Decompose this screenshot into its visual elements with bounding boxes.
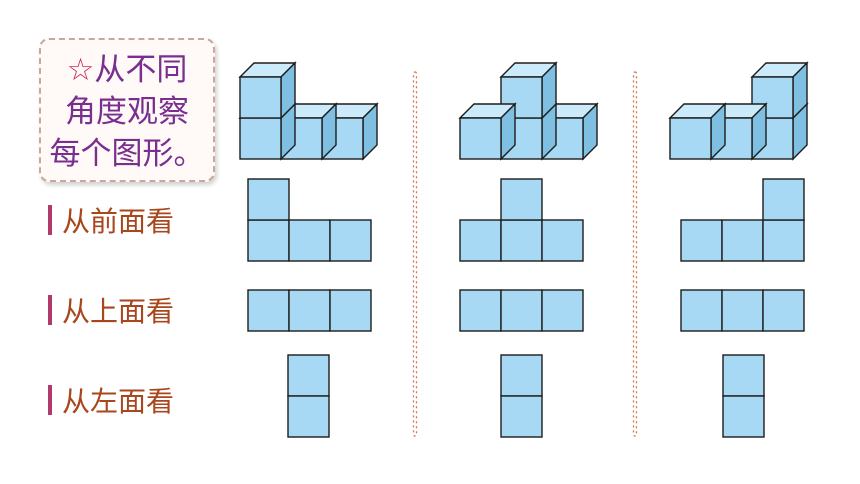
fig1-top-square-2	[288, 289, 331, 332]
fig3-left-square-2	[722, 395, 765, 438]
fig1-left-square-2	[287, 395, 330, 438]
fig3-top-square-1	[680, 289, 723, 332]
fig3-top-square-3	[762, 289, 805, 332]
fig1-front-square-c2-r1	[288, 219, 331, 262]
fig1-front-square-c3-r1	[329, 219, 372, 262]
label-bar	[48, 295, 52, 325]
fig3-front-square-c1-r1	[680, 219, 723, 262]
note-line-3: 每个图形。	[49, 136, 205, 172]
divider-line-1	[412, 71, 418, 437]
fig2-front-square-c3-r1	[541, 219, 584, 262]
fig1-left-square-1	[287, 354, 330, 397]
note-line-1: ☆从不同	[66, 52, 188, 88]
fig1-cube-c1-l2-front	[239, 76, 282, 119]
fig3-front-square-c2-r1	[721, 219, 764, 262]
fig3-cube-c1-l1-front	[669, 117, 712, 160]
fig1-top-square-3	[329, 289, 372, 332]
fig2-top-square-3	[541, 289, 584, 332]
label-left-view: 从左面看	[48, 380, 174, 420]
instruction-note: ☆从不同 角度观察 每个图形。	[39, 38, 215, 182]
fig3-front-square-c3-r1	[762, 219, 805, 262]
fig3-top-square-2	[721, 289, 764, 332]
divider-line-2	[632, 71, 638, 437]
fig2-top-square-1	[459, 289, 502, 332]
label-front-view: 从前面看	[48, 200, 174, 240]
fig1-front-square-c1-r1	[247, 219, 290, 262]
fig2-front-square-c2-r1	[500, 219, 543, 262]
fig3-left-square-1	[722, 354, 765, 397]
label-top-view: 从上面看	[48, 290, 174, 330]
fig1-cube-c1-l1-front	[239, 117, 282, 160]
fig1-front-square-c1-r2	[247, 178, 290, 221]
fig2-top-square-2	[500, 289, 543, 332]
label-bar	[48, 205, 52, 235]
fig2-front-square-c1-r1	[459, 219, 502, 262]
label-bar	[48, 385, 52, 415]
star-icon: ☆	[66, 52, 95, 88]
fig1-top-square-1	[247, 289, 290, 332]
fig2-cube-c1-l1-front	[459, 117, 502, 160]
fig3-front-square-c3-r2	[762, 178, 805, 221]
fig2-left-square-2	[500, 395, 543, 438]
fig2-left-square-1	[500, 354, 543, 397]
fig2-front-square-c2-r2	[500, 178, 543, 221]
note-line-2: 角度观察	[65, 94, 189, 130]
